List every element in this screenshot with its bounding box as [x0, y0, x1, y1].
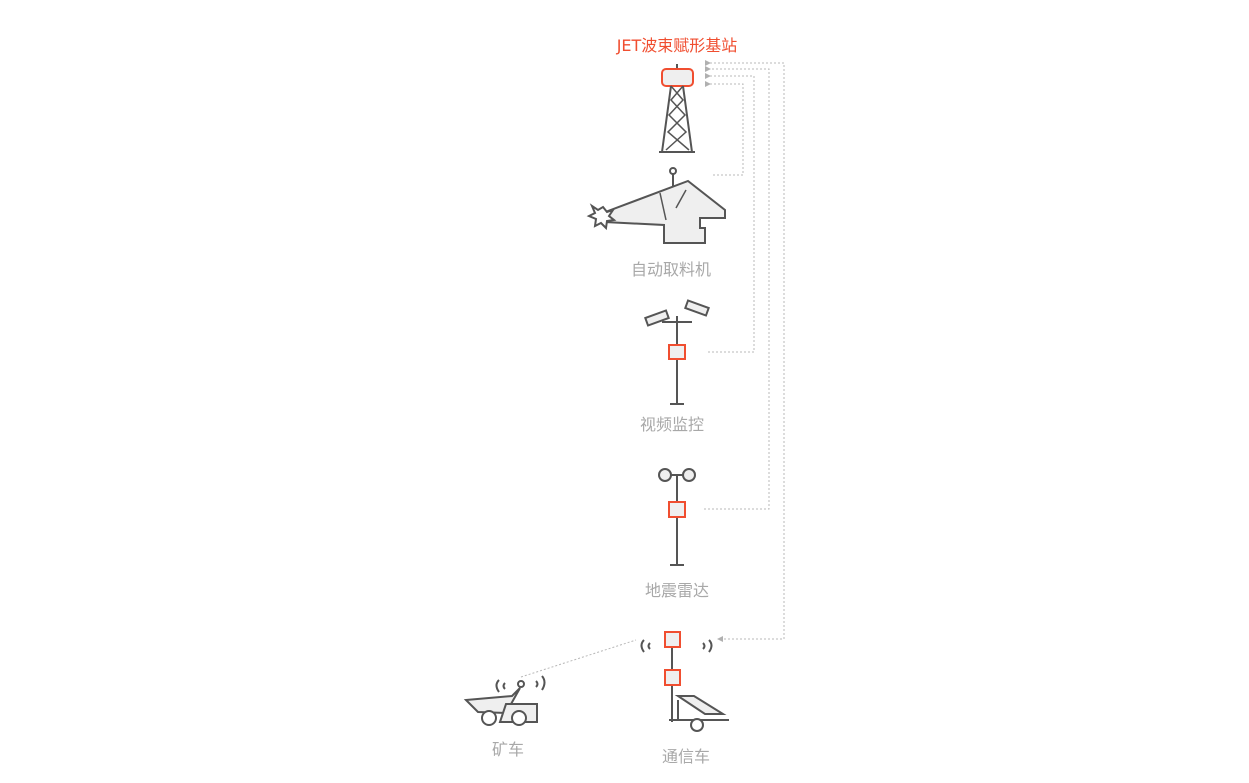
base-station-title: JET波束赋形基站 — [616, 36, 738, 55]
link-video — [705, 73, 755, 353]
radar-label: 地震雷达 — [644, 581, 710, 600]
comm-truck-label: 通信车 — [661, 747, 711, 766]
link-comm-truck — [705, 60, 785, 640]
mine-truck-label: 矿车 — [491, 740, 525, 759]
base-station-tower-icon — [659, 64, 695, 153]
link-radar — [704, 66, 770, 510]
stacker-label: 自动取料机 — [630, 260, 712, 279]
seismic-radar-pole-icon — [658, 468, 696, 566]
communication-truck-icon — [640, 631, 729, 732]
connectors — [520, 60, 785, 678]
link-stacker — [705, 81, 744, 176]
video-surveillance-pole-icon — [644, 299, 710, 405]
link-mine-truck — [520, 639, 637, 678]
video-label: 视频监控 — [639, 415, 705, 434]
mining-truck-icon — [463, 675, 546, 726]
stacker-reclaimer-icon — [586, 167, 726, 244]
